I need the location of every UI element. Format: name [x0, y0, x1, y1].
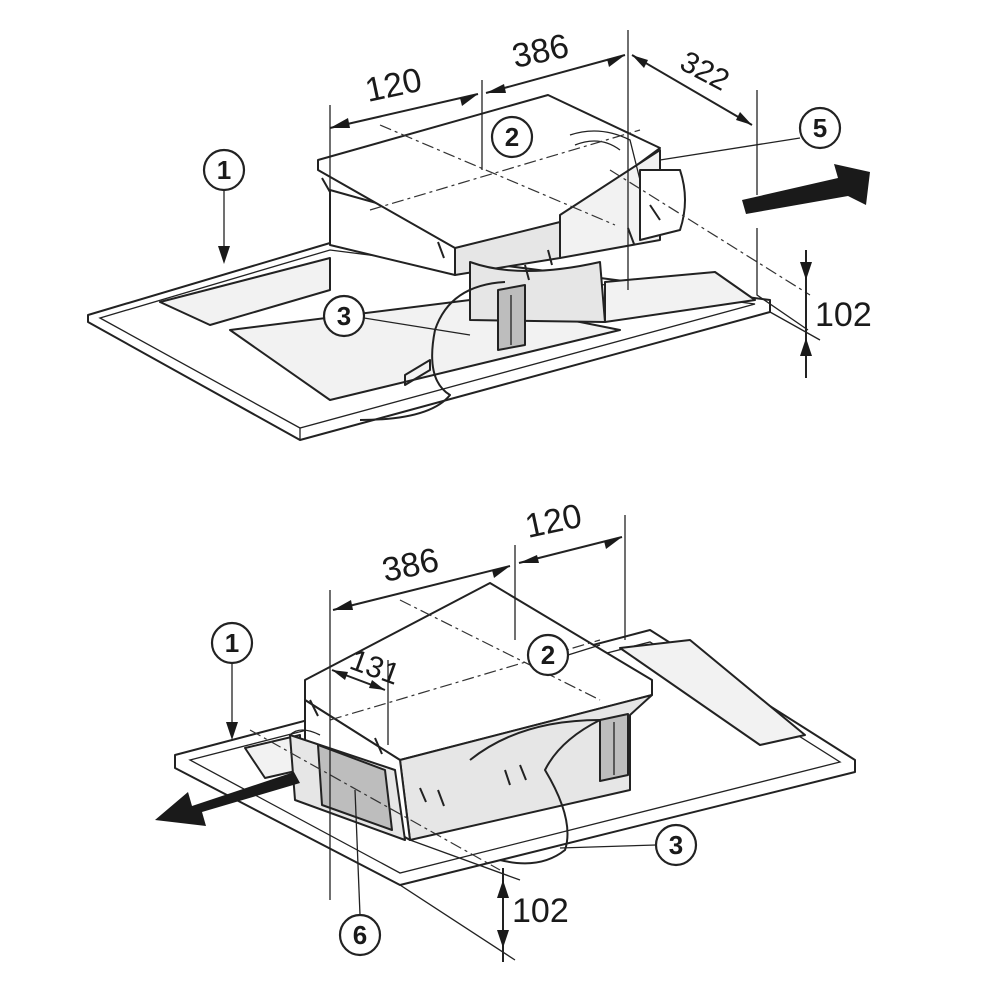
- top-dim-height: 102: [756, 228, 872, 378]
- top-callout-3: 3: [322, 294, 471, 338]
- bottom-fan-unit: [289, 582, 653, 865]
- top-illustration: 120 386 322 102 1: [87, 27, 872, 441]
- top-airflow-arrow: [742, 164, 870, 214]
- top-centerline-b: [369, 129, 641, 211]
- bottom-dim-height: 102: [399, 839, 569, 962]
- bottom-callout-3: 3: [559, 823, 698, 867]
- svg-text:6: 6: [353, 920, 367, 950]
- bottom-callout-1: 1: [210, 621, 254, 740]
- bottom-airflow-arrow: [155, 772, 300, 826]
- svg-text:5: 5: [813, 113, 827, 143]
- top-centerline-c: [609, 169, 811, 296]
- svg-text:3: 3: [669, 830, 683, 860]
- bottom-callout-2: 2: [526, 633, 601, 677]
- top-callout-2: 2: [490, 115, 534, 159]
- top-dim-width: 120 386: [329, 27, 629, 290]
- bottom-centerline-c: [249, 729, 501, 871]
- svg-text:2: 2: [505, 122, 519, 152]
- top-dim-102-label: 102: [815, 296, 872, 334]
- bottom-centerline-a: [399, 599, 601, 701]
- top-callout-1: 1: [202, 148, 246, 264]
- top-dim-120-label: 120: [362, 61, 425, 110]
- bottom-dim-102-label: 102: [512, 892, 569, 930]
- bottom-dim-386-label: 386: [379, 541, 442, 590]
- top-centerline-a: [379, 124, 616, 226]
- svg-text:2: 2: [541, 640, 555, 670]
- bottom-callout-6: 6: [338, 789, 382, 957]
- svg-text:1: 1: [217, 155, 231, 185]
- svg-text:1: 1: [225, 628, 239, 658]
- svg-text:3: 3: [337, 301, 351, 331]
- bottom-dim-120-label: 120: [522, 497, 585, 546]
- top-dim-386-label: 386: [509, 27, 572, 76]
- top-callout-5: 5: [659, 106, 842, 161]
- bottom-dim-width: 386 120: [329, 497, 626, 900]
- top-fan-unit: [317, 94, 686, 421]
- bottom-illustration: 386 120 131 102 1: [155, 497, 856, 962]
- top-dim-322-label: 322: [675, 45, 735, 98]
